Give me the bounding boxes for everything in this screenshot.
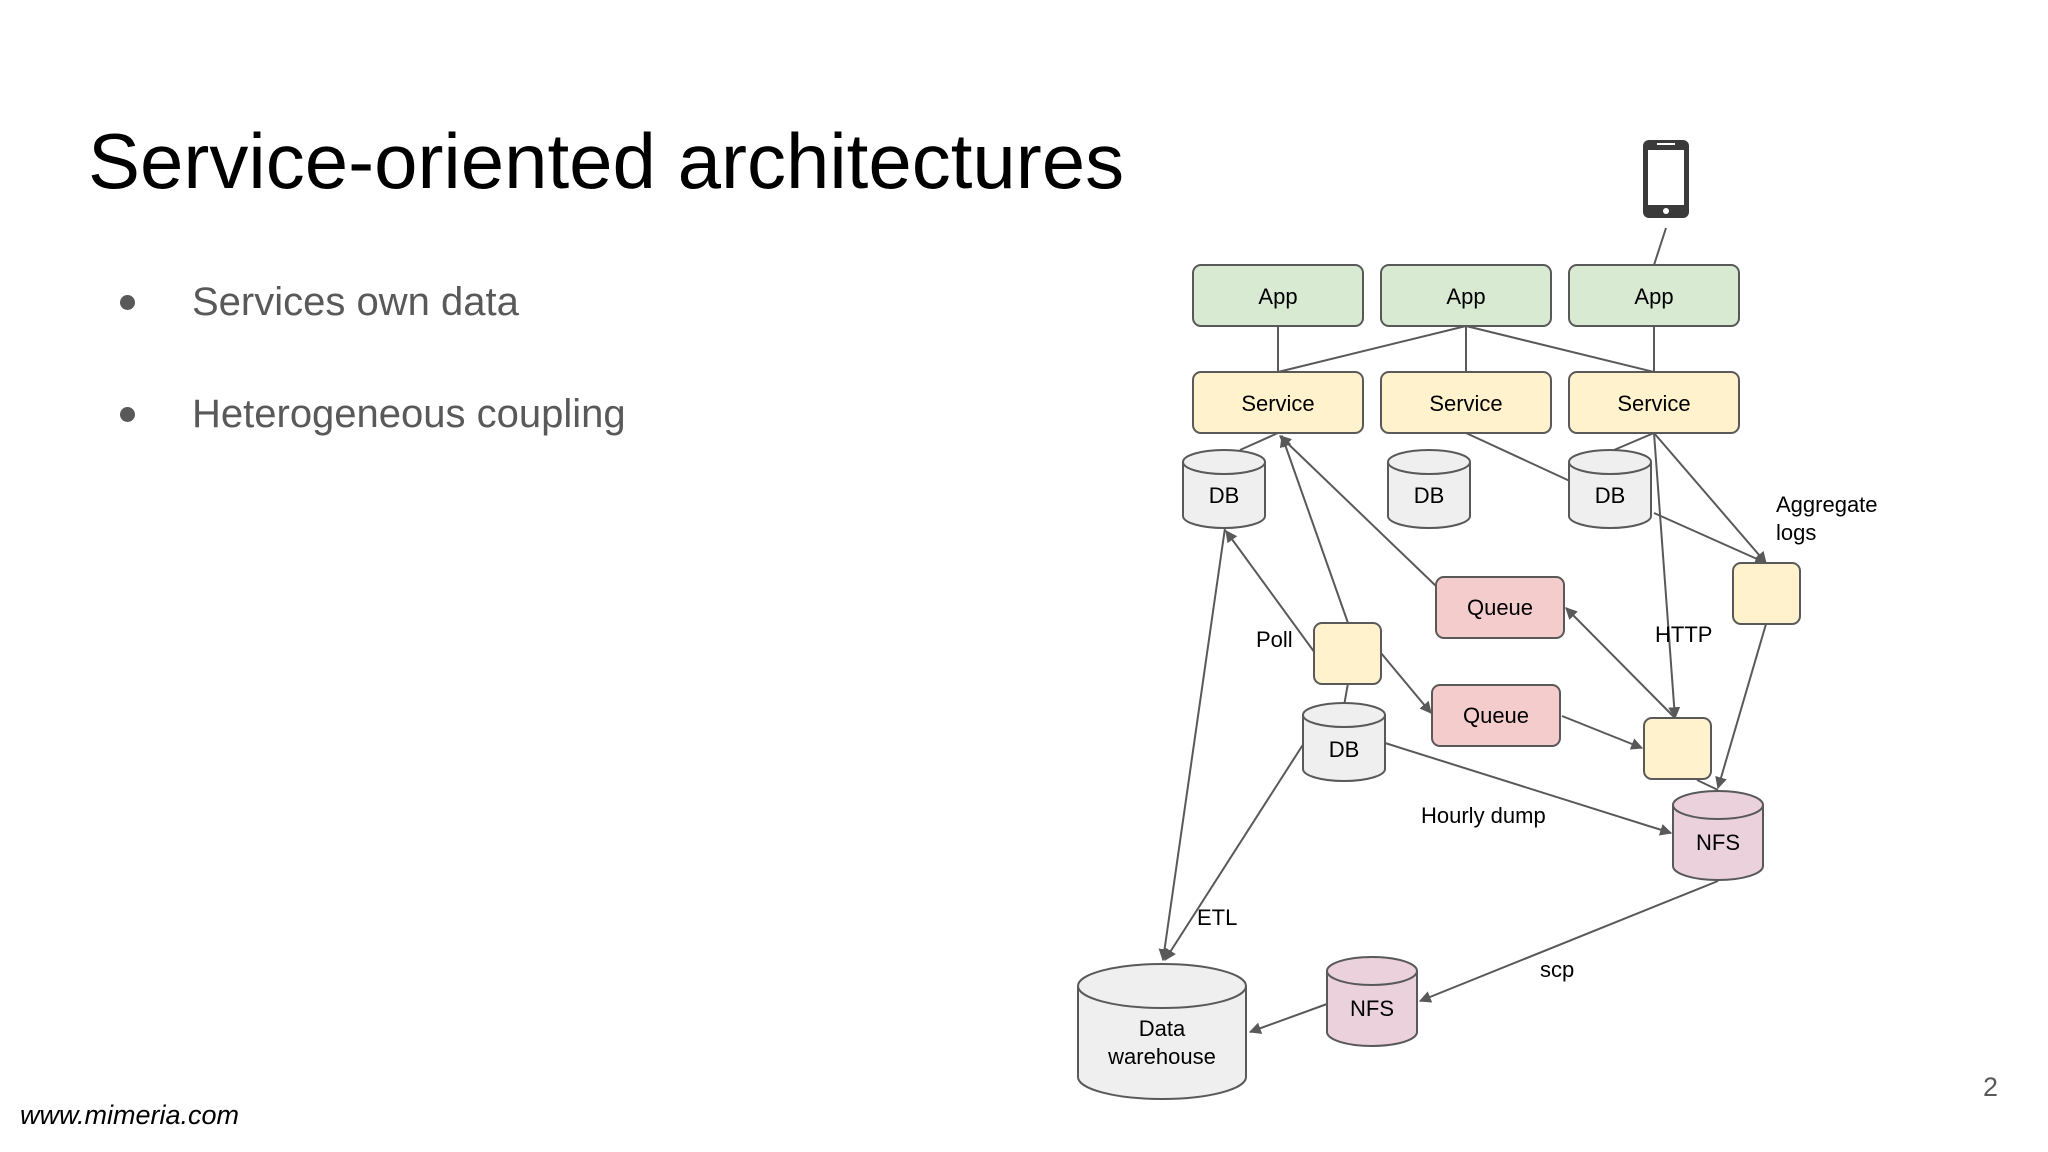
bullet-dot-icon (120, 295, 135, 310)
worker-to-queue-arrow (1380, 652, 1432, 714)
nfs-cylinder: NFS (1326, 956, 1418, 1047)
nfs-to-warehouse-arrow (1248, 1003, 1328, 1034)
worker-nfs-line (1696, 779, 1719, 791)
slide-title: Service-oriented architectures (88, 117, 1125, 205)
worker-to-service-arrow (1279, 434, 1349, 624)
worker-to-queue-arrow (1565, 607, 1676, 719)
app-label: App (1258, 284, 1297, 309)
bullet-text: Heterogeneous coupling (192, 392, 626, 436)
service-node: Service (1380, 371, 1552, 434)
etl-label: ETL (1197, 905, 1237, 930)
scp-arrow (1418, 880, 1719, 1003)
app-node: App (1192, 264, 1364, 327)
data-warehouse-cylinder: Data warehouse (1077, 963, 1247, 1100)
db-cylinder: DB (1568, 449, 1652, 529)
app-service-line (1465, 325, 1655, 373)
poll-label: Poll (1256, 627, 1293, 652)
bullet-dot-icon (120, 407, 135, 422)
app-service-line (1277, 325, 1467, 373)
service-node: Service (1192, 371, 1364, 434)
service-label: Service (1429, 391, 1502, 416)
queue-to-worker-arrow (1561, 715, 1644, 750)
queue-label: Queue (1463, 703, 1529, 728)
queue-node: Queue (1435, 576, 1565, 639)
scp-label: scp (1540, 957, 1574, 982)
page-number: 2 (1983, 1072, 1999, 1102)
db-to-warehouse-arrow (1158, 527, 1226, 962)
db-label: DB (1329, 737, 1360, 762)
app-label: App (1446, 284, 1485, 309)
service-node: Service (1568, 371, 1740, 434)
service-db-line (1465, 432, 1573, 483)
phone-to-app-line (1653, 227, 1667, 266)
db-cylinder: DB (1387, 449, 1471, 529)
warehouse-label-line-2: warehouse (1107, 1044, 1216, 1069)
db-cylinder: DB (1182, 449, 1266, 529)
http-worker-box (1643, 717, 1712, 780)
poller-worker-box (1313, 622, 1382, 685)
http-arrow (1653, 432, 1681, 720)
hourly-dump-label: Hourly dump (1421, 803, 1546, 828)
smartphone-icon (1643, 140, 1689, 218)
logs-arrow (1653, 512, 1768, 565)
queue-label: Queue (1467, 595, 1533, 620)
queue-to-service-arrow (1279, 435, 1437, 587)
nfs-label: NFS (1696, 830, 1740, 855)
hourly-dump-arrow (1384, 742, 1673, 836)
service-label: Service (1241, 391, 1314, 416)
logs-arrow (1653, 432, 1767, 564)
connector-lines (1158, 227, 1768, 1034)
app-node: App (1568, 264, 1740, 327)
aggregate-logs-label-line-2: logs (1776, 520, 1816, 545)
nfs-cylinder: NFS (1672, 790, 1764, 881)
nfs-label: NFS (1350, 996, 1394, 1021)
service-db-line (1239, 432, 1279, 451)
db-cylinder: DB (1302, 702, 1386, 782)
aggregate-logs-label-line-1: Aggregate (1776, 492, 1878, 517)
service-db-line (1613, 432, 1655, 451)
log-aggregator-box (1732, 562, 1801, 625)
db-label: DB (1414, 483, 1445, 508)
app-node: App (1380, 264, 1552, 327)
poll-arrow (1225, 530, 1316, 654)
bullet-text: Services own data (192, 280, 519, 324)
app-label: App (1634, 284, 1673, 309)
db-label: DB (1209, 483, 1240, 508)
service-label: Service (1617, 391, 1690, 416)
warehouse-label-line-1: Data (1139, 1016, 1186, 1041)
queue-node: Queue (1431, 684, 1561, 747)
http-label: HTTP (1655, 622, 1712, 647)
logs-to-nfs-arrow (1715, 623, 1767, 790)
footer-url: www.mimeria.com (20, 1100, 240, 1130)
db-label: DB (1595, 483, 1626, 508)
etl-arrow (1164, 742, 1305, 962)
